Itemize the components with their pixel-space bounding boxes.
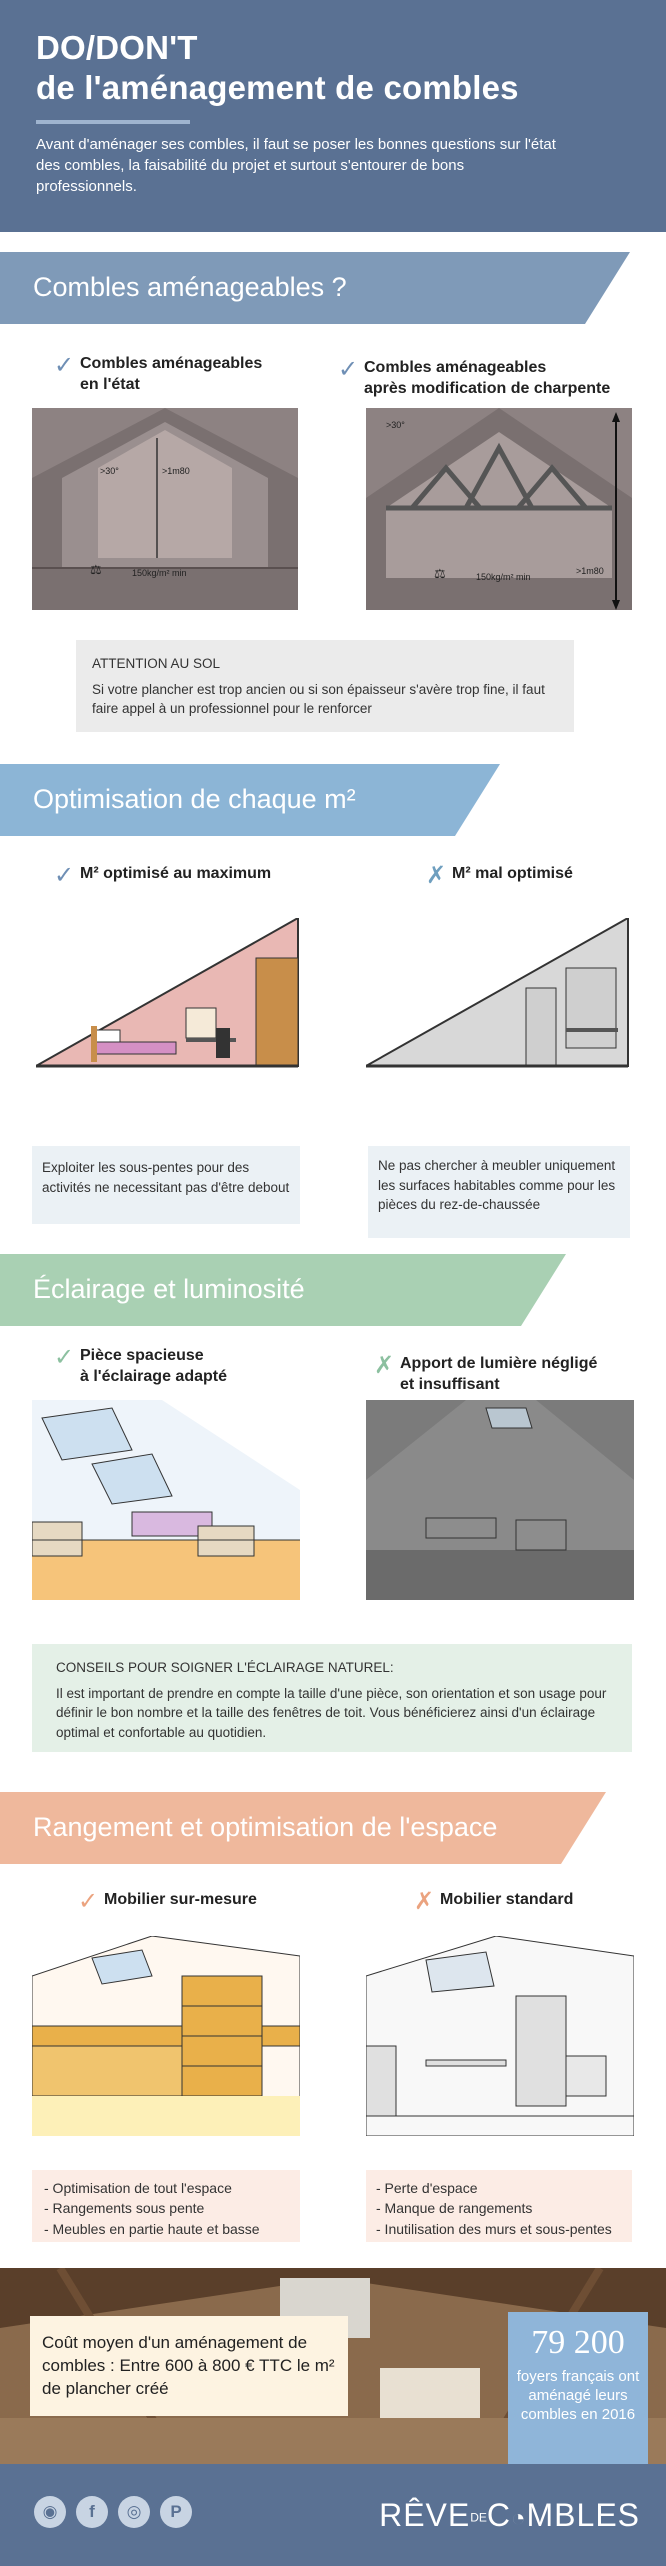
logo-o-icon: ◔ — [511, 2505, 527, 2532]
section-banner-optimisation: Optimisation de chaque m² — [0, 764, 500, 836]
intro-text: Avant d'aménager ses combles, il faut se… — [36, 136, 556, 195]
label-text: Mobilier sur-mesure — [104, 1891, 257, 1908]
label-line: Apport de lumière négligé — [400, 1355, 598, 1372]
label-line: et insuffisant — [400, 1375, 500, 1393]
check-icon: ✓ — [54, 352, 75, 379]
cross-label: ✗ Apport de lumière négligé et insuffisa… — [374, 1352, 598, 1396]
check-label: ✓ Combles aménageables après modificatio… — [338, 356, 611, 400]
check-label: ✓ M² optimisé au maximum — [54, 862, 272, 889]
attic-truss-illustration: >30° >1m80 ⚖ 150kg/m² min — [366, 408, 632, 610]
cross-icon: ✗ — [426, 862, 447, 889]
attic-photo-section: Coût moyen d'un aménagement de combles :… — [0, 2268, 666, 2464]
section-banner-combles: Combles aménageables ? — [0, 252, 630, 324]
logo-part: DE — [470, 2510, 487, 2525]
logo-part: MBLES — [526, 2497, 640, 2533]
label-line: Pièce spacieuse — [80, 1347, 204, 1364]
check-label: ✓ Mobilier sur-mesure — [78, 1888, 257, 1915]
title-underline — [36, 120, 190, 124]
note-title: CONSEILS POUR SOIGNER L'ÉCLAIRAGE NATURE… — [56, 1660, 394, 1675]
footer: ◉ f ◎ P RÊVEDEC◔MBLES — [0, 2464, 666, 2566]
note-title: ATTENTION AU SOL — [92, 656, 221, 671]
dark-room-illustration — [366, 1400, 634, 1600]
section-title: Rangement et optimisation de l'espace — [33, 1812, 498, 1842]
label-line: en l'état — [80, 375, 140, 393]
cross-icon: ✗ — [414, 1888, 435, 1915]
stat-box: 79 200 foyers français ont aménagé leurs… — [508, 2312, 648, 2464]
cross-icon: ✗ — [374, 1352, 395, 1379]
tip-left: Exploiter les sous-pentes pour des activ… — [32, 1146, 300, 1224]
cons-list: - Perte d'espace - Manque de rangements … — [366, 2170, 632, 2242]
load-label: 150kg/m² min — [132, 568, 187, 578]
list-item: - Optimisation de tout l'espace — [44, 2180, 232, 2196]
optimised-room-illustration — [36, 918, 299, 1068]
cross-label: ✗ M² mal optimisé — [426, 862, 573, 889]
pinterest-icon[interactable]: P — [160, 2496, 192, 2528]
cross-label: ✗ Mobilier standard — [414, 1888, 574, 1915]
rss-icon[interactable]: ◉ — [34, 2496, 66, 2528]
list-item: - Meubles en partie haute et basse — [44, 2220, 260, 2237]
height-label: >1m80 — [162, 466, 190, 476]
scale-icon: ⚖ — [434, 566, 446, 581]
cons-bullets: - Perte d'espace - Manque de rangements … — [376, 2178, 622, 2239]
stat-number: 79 200 — [531, 2324, 625, 2361]
section-title: Combles aménageables ? — [33, 272, 347, 302]
note-text: Exploiter les sous-pentes pour des activ… — [42, 1160, 290, 1195]
note-text: Si votre plancher est trop ancien ou si … — [92, 681, 545, 717]
check-label: ✓ Pièce spacieuse à l'éclairage adapté — [54, 1344, 227, 1388]
label-text: M² mal optimisé — [452, 865, 573, 882]
bright-room-illustration — [32, 1400, 300, 1600]
logo-part: RÊVE — [379, 2497, 471, 2533]
label-line: Combles aménageables — [364, 359, 547, 376]
label-text: M² optimisé au maximum — [80, 865, 272, 882]
label-line: après modification de charpente — [364, 379, 611, 397]
scale-icon: ⚖ — [90, 562, 102, 577]
lighting-tips: CONSEILS POUR SOIGNER L'ÉCLAIRAGE NATURE… — [32, 1644, 632, 1752]
height-label: >1m80 — [576, 566, 604, 576]
label-line: Combles aménageables — [80, 355, 263, 372]
facebook-icon[interactable]: f — [76, 2496, 108, 2528]
stat-text: foyers français ont aménagé leurs comble… — [516, 2368, 640, 2423]
label-text: Mobilier standard — [440, 1891, 574, 1908]
section-banner-rangement: Rangement et optimisation de l'espace — [0, 1792, 606, 1864]
warning-note: ATTENTION AU SOL Si votre plancher est t… — [76, 640, 574, 732]
section-title: Optimisation de chaque m² — [33, 784, 356, 814]
list-item: - Rangements sous pente — [44, 2200, 205, 2217]
check-icon: ✓ — [54, 1344, 75, 1371]
check-label: ✓ Combles aménageables en l'état — [54, 352, 263, 396]
tip-right: Ne pas chercher à meubler uniquement les… — [368, 1146, 630, 1238]
title-line-2: de l'aménagement de combles — [36, 68, 519, 106]
list-item: - Perte d'espace — [376, 2180, 478, 2196]
brand-logo[interactable]: RÊVEDEC◔MBLES — [379, 2497, 640, 2534]
custom-furniture-illustration — [32, 1936, 300, 2136]
list-item: - Manque de rangements — [376, 2200, 533, 2217]
list-item: - Inutilisation des murs et sous-pentes — [376, 2220, 612, 2237]
section-banner-eclairage: Éclairage et luminosité — [0, 1254, 566, 1326]
label-line: à l'éclairage adapté — [80, 1367, 227, 1385]
cost-box: Coût moyen d'un aménagement de combles :… — [30, 2316, 348, 2416]
title-line-1: DO/DON'T — [36, 29, 198, 66]
header: DO/DON'T de l'aménagement de combles Ava… — [0, 0, 666, 232]
page-title: DO/DON'T de l'aménagement de combles — [36, 28, 519, 107]
check-icon: ✓ — [78, 1888, 99, 1915]
note-text: Ne pas chercher à meubler uniquement les… — [378, 1158, 616, 1213]
check-icon: ✓ — [54, 862, 75, 889]
attic-cross-section-illustration: >30° >1m80 ⚖ 150kg/m² min — [32, 408, 298, 610]
pros-list: - Optimisation de tout l'espace - Rangem… — [32, 2170, 300, 2242]
section-title: Éclairage et luminosité — [33, 1274, 305, 1304]
pros-bullets: - Optimisation de tout l'espace - Rangem… — [44, 2178, 288, 2239]
check-icon: ✓ — [338, 356, 359, 383]
instagram-icon[interactable]: ◎ — [118, 2496, 150, 2528]
note-text: Il est important de prendre en compte la… — [56, 1685, 607, 1740]
angle-label: >30° — [100, 466, 119, 476]
logo-part: C — [486, 2497, 512, 2533]
standard-furniture-illustration — [366, 1936, 634, 2136]
load-label: 150kg/m² min — [476, 572, 531, 582]
angle-label: >30° — [386, 420, 405, 430]
poorly-optimised-room-illustration — [366, 918, 629, 1068]
